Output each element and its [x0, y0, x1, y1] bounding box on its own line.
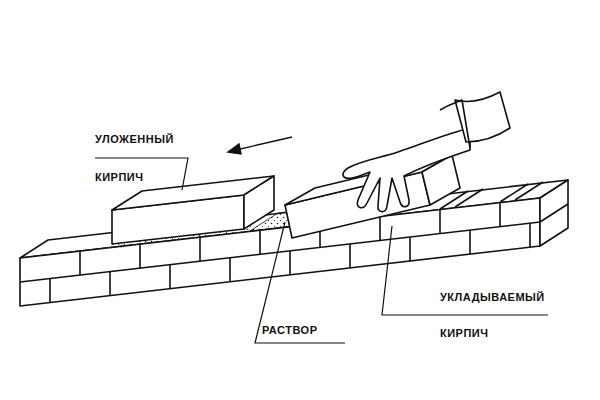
part-label: УКЛАДЫВАЕМЫЙ КИРПИЧ: [440, 279, 545, 351]
laid-brick: [112, 176, 274, 244]
direction-arrow: [228, 137, 292, 154]
part-label: УЛОЖЕННЫЙ КИРПИЧ: [95, 120, 174, 196]
brick-wall: [20, 180, 568, 306]
part-label: РАСТВОР: [262, 322, 318, 338]
hand: [343, 92, 510, 212]
leader-line: [95, 158, 548, 343]
